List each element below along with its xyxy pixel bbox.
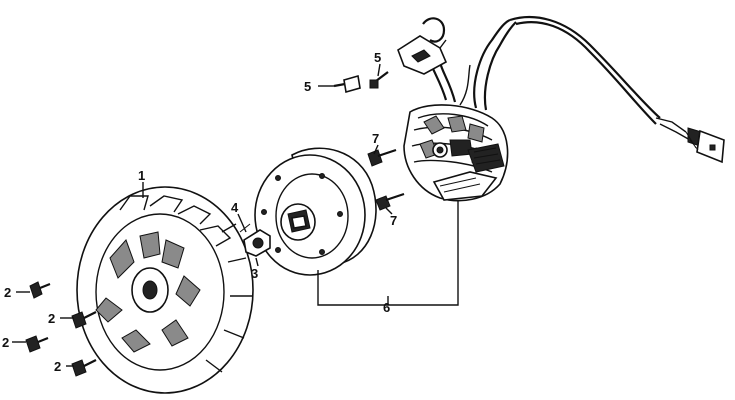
bolt-upper-icon xyxy=(367,148,397,167)
fan-bolt-label-d: 2 xyxy=(54,359,61,374)
cooling-fan-icon xyxy=(76,186,254,394)
key-nut-icon xyxy=(239,223,271,257)
leader-lines xyxy=(12,63,459,367)
screw-top-label: 5 xyxy=(374,50,381,65)
bolt-lower-label: 7 xyxy=(390,213,397,228)
fan-bolts-icon xyxy=(25,281,97,377)
flywheel-icon xyxy=(254,147,377,276)
flywheel-stator-assy-label: 6 xyxy=(383,300,390,315)
nut-label: 3 xyxy=(251,266,258,281)
screw-top-icon xyxy=(369,71,389,89)
screw-left-label: 5 xyxy=(304,79,311,94)
fan-bolt-label-b: 2 xyxy=(48,311,55,326)
wire-connector-icon xyxy=(685,127,725,164)
fan-label: 1 xyxy=(138,168,145,183)
key-label: 4 xyxy=(231,200,239,215)
fan-bolt-label-a: 2 xyxy=(4,285,11,300)
screw-left-icon xyxy=(333,74,361,94)
wiring-harness xyxy=(428,16,691,141)
bolt-lower-icon xyxy=(375,192,405,211)
pickup-connector-icon xyxy=(397,17,448,75)
stator-icon xyxy=(403,104,509,202)
bolt-upper-label: 7 xyxy=(372,131,379,146)
fan-bolt-label-c: 2 xyxy=(2,335,9,350)
